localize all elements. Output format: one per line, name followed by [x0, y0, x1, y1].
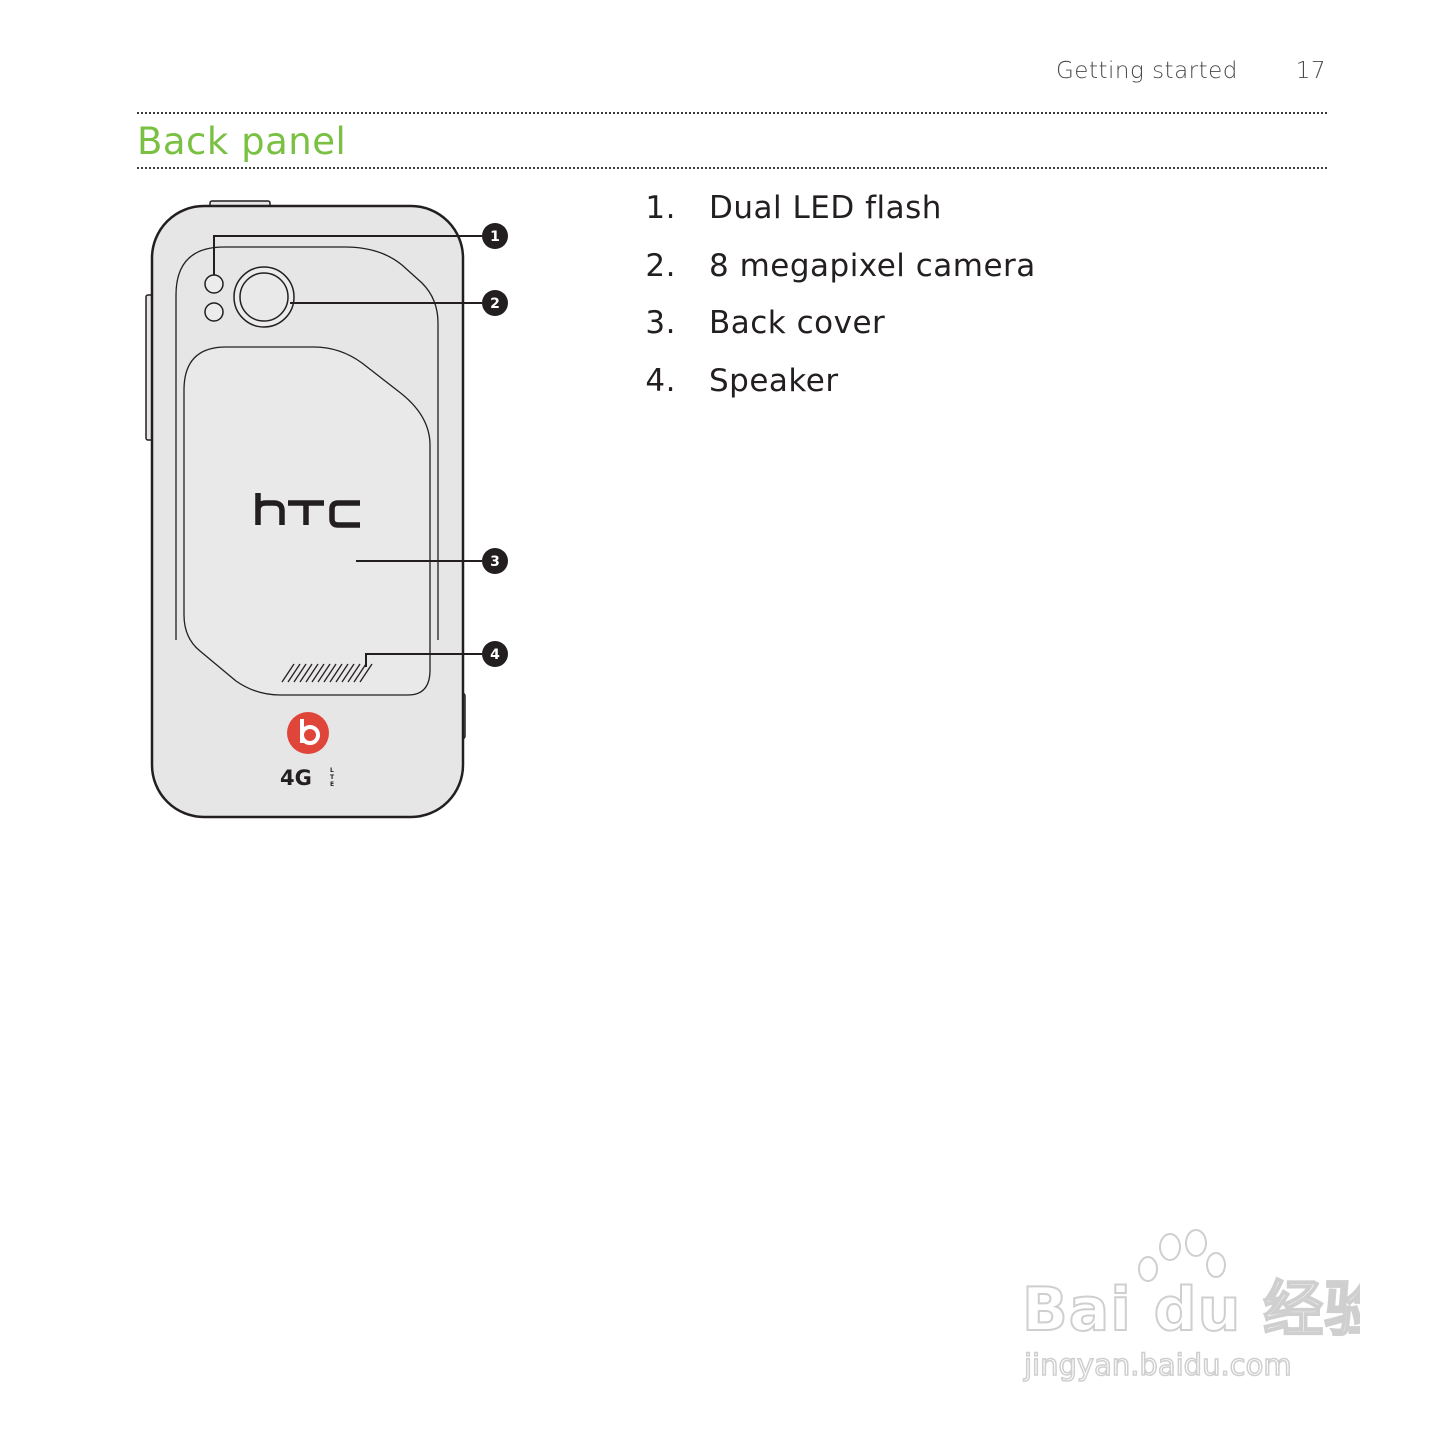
- led-flash-1: [204, 274, 224, 294]
- callout-3-text: 3: [490, 554, 500, 570]
- speaker-grille: [281, 663, 373, 683]
- list-item-number: 4.: [645, 362, 676, 399]
- list-item-label: Dual LED flash: [709, 190, 942, 226]
- callout-badge-1: 1: [482, 223, 508, 249]
- callout-badge-4: 4: [482, 641, 508, 667]
- running-header: Getting started 17: [1056, 58, 1326, 84]
- callout-1-text: 1: [490, 229, 500, 245]
- section-title: Back panel: [137, 120, 347, 163]
- list-item: 4. Speaker: [636, 363, 1036, 421]
- callout-badge-2: 2: [482, 290, 508, 316]
- baidu-watermark: Bai du 经验 jingyan.baidu.com: [1020, 1225, 1385, 1390]
- list-item-label: Speaker: [709, 362, 839, 399]
- list-item-label: Back cover: [709, 305, 886, 341]
- watermark-url: jingyan.baidu.com: [1023, 1348, 1292, 1382]
- phone-back-figure: 4G L T E 1 2 3 4: [140, 195, 530, 835]
- list-item-number: 3.: [645, 305, 676, 341]
- 4g-lte-mark: 4G L T E: [280, 766, 335, 790]
- leader-line-4: [365, 653, 482, 667]
- list-item: 3. Back cover: [636, 305, 1036, 363]
- cover-outline-outer: [175, 246, 439, 640]
- list-item-number: 2.: [645, 247, 676, 284]
- callout-badge-3: 3: [482, 548, 508, 574]
- callout-4-text: 4: [490, 647, 500, 663]
- callout-2-text: 2: [490, 296, 500, 312]
- page-number: 17: [1295, 58, 1326, 84]
- led-flash-2: [204, 302, 224, 322]
- list-item-number: 1.: [645, 190, 676, 226]
- svg-text:4G: 4G: [280, 766, 312, 790]
- svg-text:E: E: [330, 781, 334, 788]
- list-item-label: 8 megapixel camera: [709, 247, 1036, 284]
- header-section-name: Getting started: [1055, 58, 1238, 84]
- top-dotted-rule: [137, 112, 1327, 114]
- svg-text:T: T: [330, 774, 335, 781]
- bottom-dotted-rule: [137, 167, 1327, 169]
- list-item: 2. 8 megapixel camera: [636, 248, 1036, 306]
- leader-line-1: [213, 235, 482, 275]
- list-item: 1. Dual LED flash: [636, 190, 1036, 248]
- htc-logo: [255, 493, 360, 528]
- svg-text:L: L: [330, 767, 334, 774]
- paw-icon: [1138, 1229, 1226, 1282]
- beats-logo: [287, 712, 329, 754]
- camera-lens: [239, 272, 289, 322]
- watermark-brand: Bai du 经验: [1022, 1275, 1360, 1345]
- parts-list: 1. Dual LED flash 2. 8 megapixel camera …: [636, 190, 1036, 420]
